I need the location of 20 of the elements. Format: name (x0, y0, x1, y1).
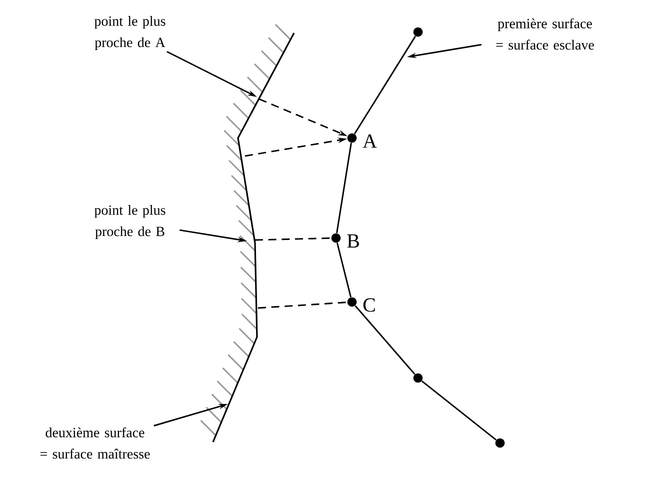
dashed-line (254, 237, 332, 241)
node-point (495, 438, 505, 448)
callout-text: point le plus proche de B (94, 205, 166, 239)
node-point (347, 133, 357, 143)
callout-text: première surface = surface esclave (496, 18, 594, 50)
callout-text: point le plus proche de A (94, 16, 166, 50)
point-label: A (362, 134, 377, 148)
node-point (413, 373, 423, 383)
node-point (331, 233, 341, 243)
surface-segment (336, 242, 352, 298)
surface-segment (336, 142, 352, 234)
surface-segment (421, 380, 497, 441)
node-point (347, 297, 357, 307)
point-label: C (363, 298, 375, 312)
node-point (413, 27, 423, 37)
dashed-line (258, 302, 348, 309)
surface-segment (354, 36, 416, 134)
callout-text: deuxième surface = surface maîtresse (40, 427, 150, 459)
surface-segment (354, 305, 416, 375)
point-label: B (347, 234, 359, 248)
